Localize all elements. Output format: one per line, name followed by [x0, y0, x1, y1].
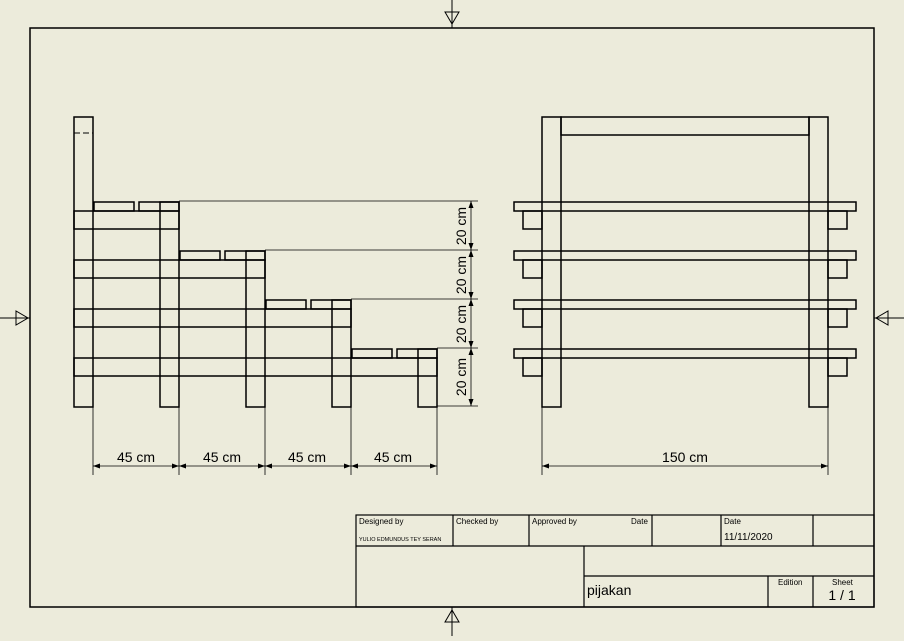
approved-date-label: Date — [631, 517, 648, 526]
designed-by-label: Designed by — [359, 517, 403, 526]
date-label: Date — [724, 517, 741, 526]
centering-mark-right — [874, 310, 904, 326]
centering-mark-top — [444, 0, 460, 28]
title-block — [355, 514, 875, 608]
drawing-border — [29, 27, 875, 608]
vdim-label-2: 20 cm — [453, 256, 469, 294]
vertical-dimension-arrows — [468, 201, 474, 406]
width-dim-label: 150 cm — [662, 449, 708, 465]
approved-by-label: Approved by — [532, 517, 577, 526]
vdim-label-1: 20 cm — [453, 207, 469, 245]
front-view — [513, 116, 857, 408]
sheet-value: 1 / 1 — [828, 587, 855, 603]
edition-label: Edition — [778, 578, 802, 587]
leg-3 — [331, 299, 352, 408]
front-post-right — [808, 116, 829, 408]
top-crossbar — [560, 116, 810, 136]
hdim-label-4: 45 cm — [374, 449, 412, 465]
centering-mark-bottom — [444, 607, 460, 636]
hdim-label-1: 45 cm — [117, 449, 155, 465]
width-dimension — [541, 407, 829, 475]
vertical-dimension-lines — [179, 200, 478, 407]
vdim-label-3: 20 cm — [453, 305, 469, 343]
drawing-title: pijakan — [587, 582, 631, 598]
checked-by-label: Checked by — [456, 517, 498, 526]
hdim-label-2: 45 cm — [203, 449, 241, 465]
hdim-label-3: 45 cm — [288, 449, 326, 465]
designer-name: YULIO EDMUNDUS TEY SERAN — [359, 537, 441, 543]
front-post-left — [541, 116, 562, 408]
centering-mark-left — [0, 310, 30, 326]
back-post — [73, 116, 94, 408]
horizontal-dimension-arrows — [93, 463, 437, 469]
sheet-label: Sheet — [832, 578, 854, 587]
vdim-label-4: 20 cm — [453, 358, 469, 396]
date-value: 11/11/2020 — [724, 532, 773, 543]
side-view — [73, 116, 438, 408]
leg-2 — [245, 250, 266, 408]
